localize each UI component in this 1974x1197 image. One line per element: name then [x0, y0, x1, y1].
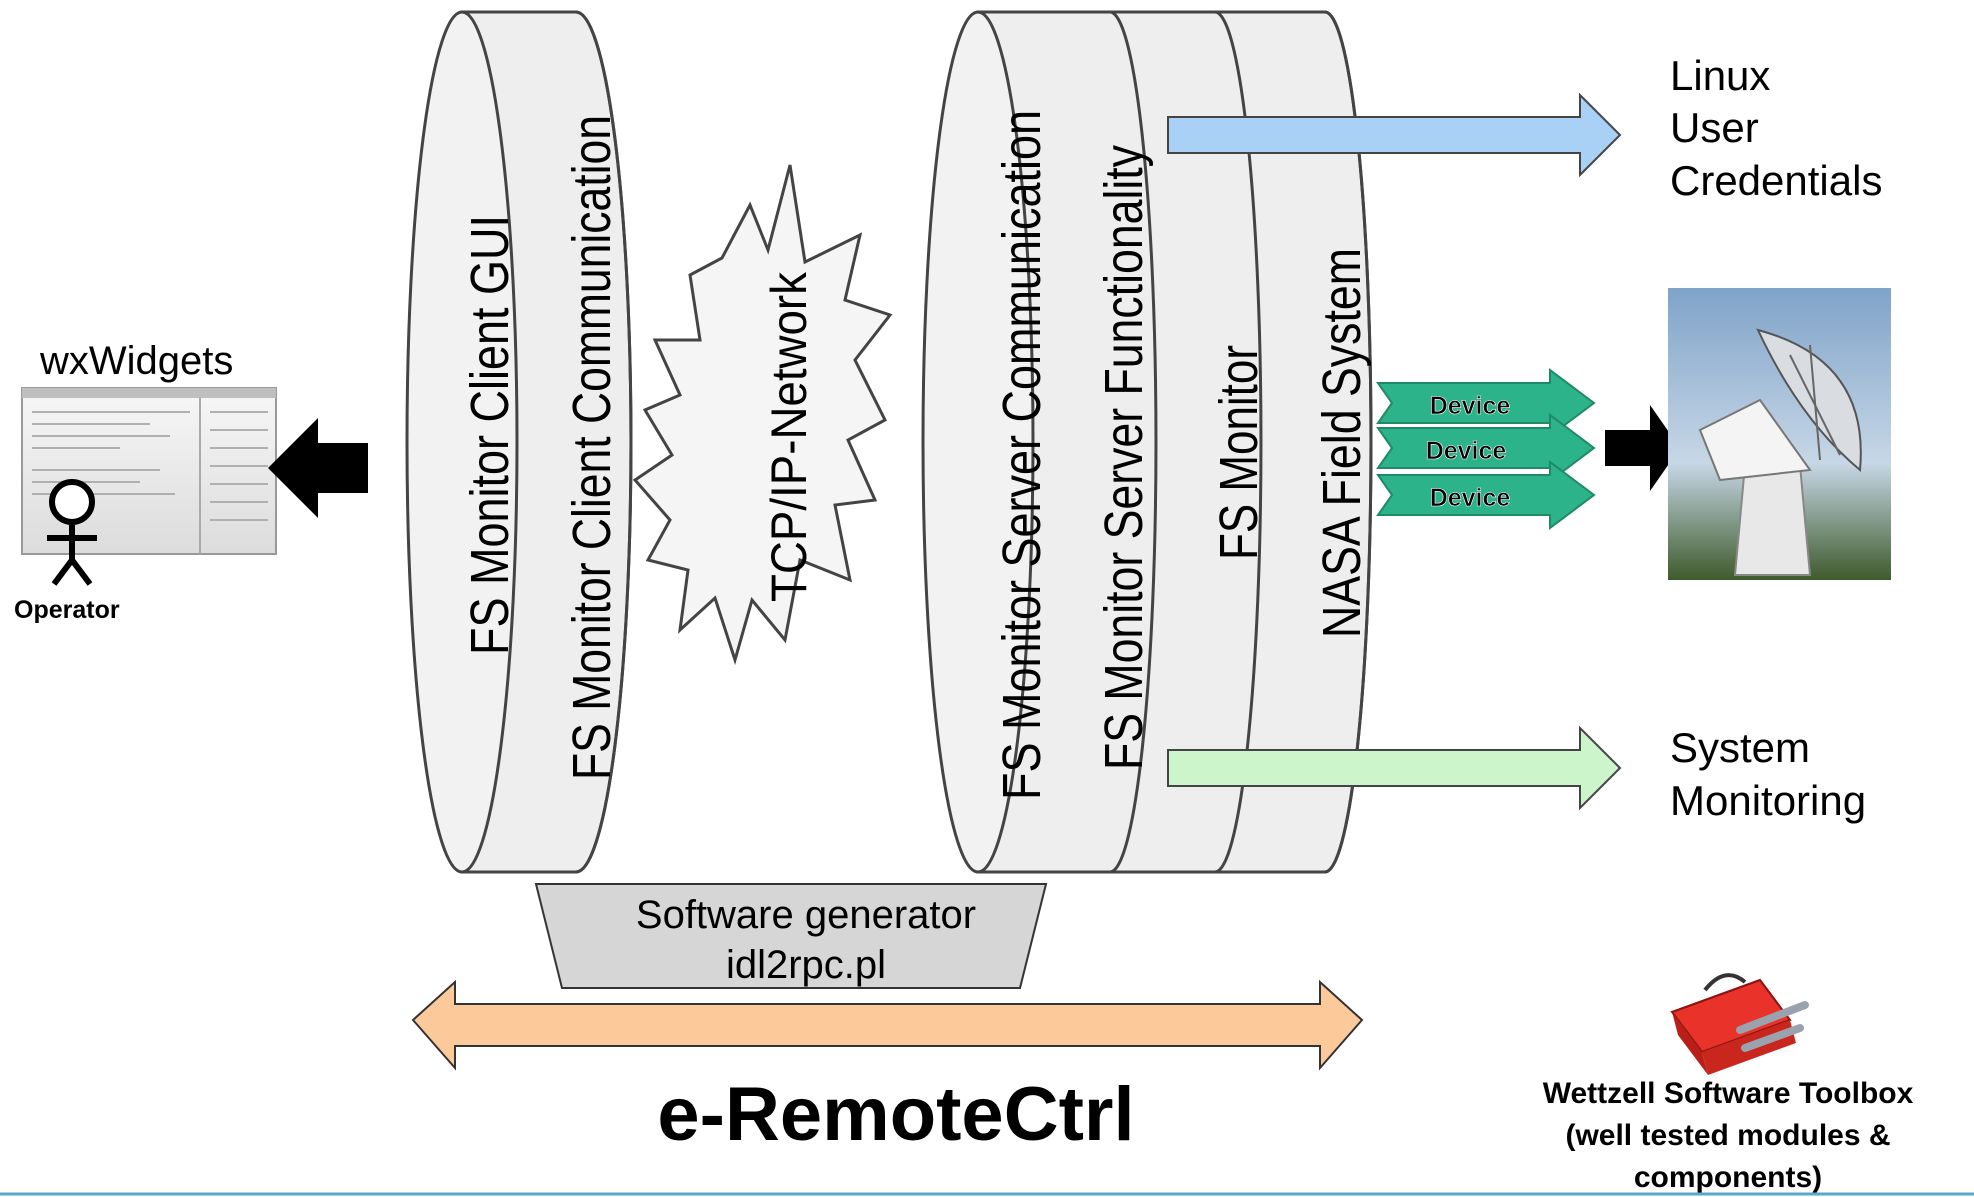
network-label: TCP/IP-Network [761, 271, 817, 602]
device-arrow-3: Device [1376, 460, 1596, 530]
network-cloud-shape [632, 164, 893, 666]
toolbox-icon [1670, 973, 1809, 1075]
gui-screenshot-icon [21, 387, 277, 555]
arrow-to-operator [268, 418, 368, 518]
monitoring-line-2: Monitoring [1670, 777, 1866, 824]
software-generator-box [534, 883, 1048, 989]
arrow-system-monitoring [1167, 725, 1622, 811]
linux-line-2: User [1670, 104, 1759, 151]
project-double-arrow [411, 979, 1364, 1071]
wxwidgets-label: wxWidgets [39, 339, 233, 383]
toolbox-line-3: components) [1634, 1161, 1822, 1194]
arrow-to-telescope [1605, 405, 1680, 491]
layer-nasa-field-system: NASA Field System [1312, 248, 1372, 638]
layer-client-gui: FS Monitor Client GUI [460, 215, 520, 655]
device-label-1: Device [1430, 392, 1511, 420]
generator-line-2: idl2rpc.pl [726, 943, 886, 987]
client-cylinder-stack [405, 10, 633, 874]
device-label-3: Device [1430, 484, 1511, 512]
layer-server-communication: FS Monitor Server Communication [992, 110, 1052, 800]
layer-fs-monitor: FS Monitor [1209, 345, 1269, 560]
operator-label: Operator [14, 596, 120, 624]
device-label-2: Device [1426, 437, 1507, 465]
monitoring-line-1: System [1670, 724, 1810, 771]
generator-line-1: Software generator [636, 893, 976, 937]
operator-stick-figure-icon [47, 479, 97, 586]
linux-line-1: Linux [1670, 52, 1770, 99]
toolbox-line-1: Wettzell Software Toolbox [1543, 1077, 1914, 1110]
server-cylinder-stack [921, 10, 1373, 874]
arrow-linux-credentials [1167, 92, 1622, 178]
device-arrow-2: Device [1376, 413, 1596, 483]
device-arrow-1: Device [1376, 368, 1596, 438]
project-title: e-RemoteCtrl [657, 1072, 1134, 1157]
layer-server-functionality: FS Monitor Server Functionality [1094, 145, 1154, 770]
layer-client-communication: FS Monitor Client Communication [562, 115, 622, 780]
linux-line-3: Credentials [1670, 157, 1882, 204]
toolbox-line-2: (well tested modules & [1565, 1119, 1890, 1152]
radio-telescope-icon [1668, 288, 1891, 580]
